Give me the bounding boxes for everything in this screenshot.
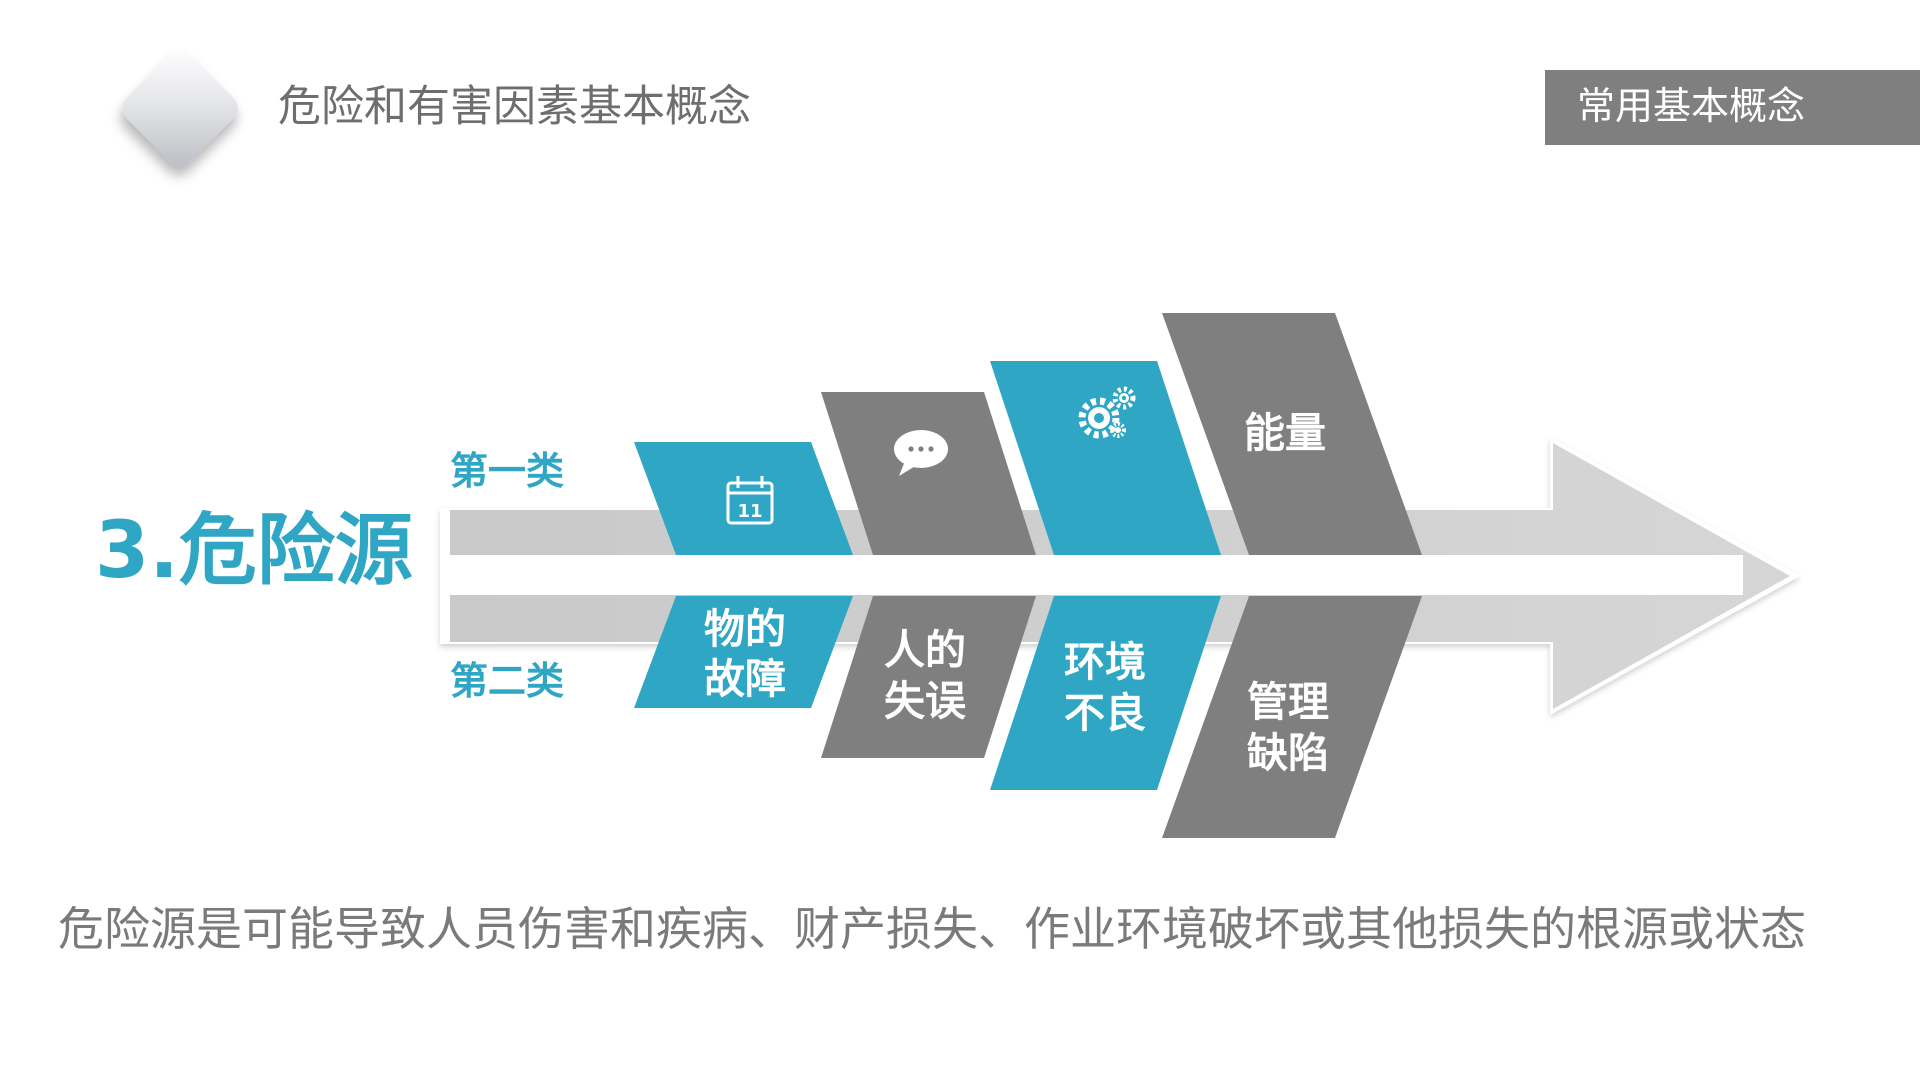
calendar-icon-text: 11 [737, 501, 762, 522]
arrow-center-stripe [440, 555, 1743, 595]
panel-2-bottom-line-1: 人的 [884, 626, 966, 674]
section-tag-label: 常用基本概念 [1577, 84, 1806, 128]
panel-2-bottom-line-2: 失误 [884, 677, 966, 725]
gears-icon [1078, 386, 1136, 439]
panel-4-top [1162, 313, 1422, 555]
panel-2-top [821, 392, 1036, 555]
panel-3-bottom [990, 596, 1221, 790]
panel-4-bottom-line-2: 缺陷 [1247, 729, 1329, 777]
definition-text: 危险源是可能导致人员伤害和疾病、财产损失、作业环境破坏或其他损失的根源或状态 [58, 902, 1806, 956]
category-first-label: 第一类 [450, 449, 565, 493]
section-tag: 常用基本概念 [1545, 70, 1920, 145]
panel-3-top [990, 361, 1221, 555]
panel-1-bottom-line-1: 物的 [704, 605, 786, 653]
main-heading: 3.危险源 [95, 506, 413, 596]
panel-4-bottom [1162, 596, 1422, 838]
panel-3-bottom-line-1: 环境 [1064, 638, 1146, 686]
panel-1-top [634, 442, 853, 555]
calendar-icon: 11 [726, 476, 774, 525]
panel-3-bottom-line-2: 不良 [1064, 689, 1146, 737]
panel-2-bottom [821, 596, 1036, 758]
panel-4-top-label: 能量 [1244, 409, 1326, 457]
category-second-label: 第二类 [450, 659, 565, 703]
panel-1-bottom [634, 596, 853, 708]
panel-4-bottom-line-1: 管理 [1247, 678, 1329, 726]
panel-1-bottom-line-2: 故障 [704, 655, 786, 703]
header-title: 危险和有害因素基本概念 [278, 82, 751, 132]
speech-bubble-icon [894, 430, 948, 476]
